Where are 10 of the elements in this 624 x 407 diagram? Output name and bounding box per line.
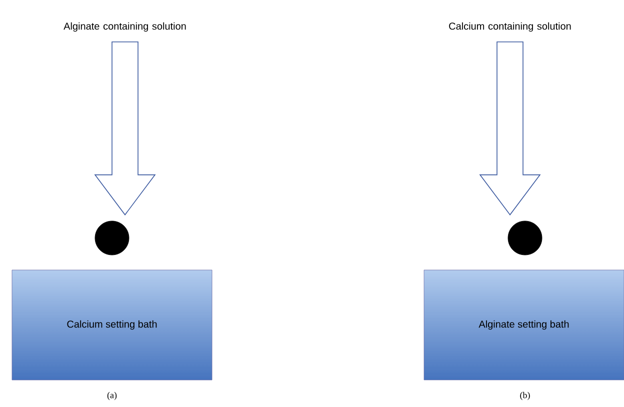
bath-box: Calcium setting bath bbox=[12, 270, 212, 380]
panel-label: (b) bbox=[520, 392, 530, 400]
block-arrow bbox=[479, 41, 541, 216]
droplet bbox=[508, 220, 542, 256]
block-arrow bbox=[94, 41, 156, 216]
solution-label: Calcium containing solution bbox=[449, 22, 571, 32]
droplet bbox=[94, 220, 130, 256]
panel-label: (a) bbox=[107, 392, 117, 400]
bath-box: Alginate setting bath bbox=[424, 270, 624, 380]
solution-label: Alginate containing solution bbox=[64, 22, 186, 32]
